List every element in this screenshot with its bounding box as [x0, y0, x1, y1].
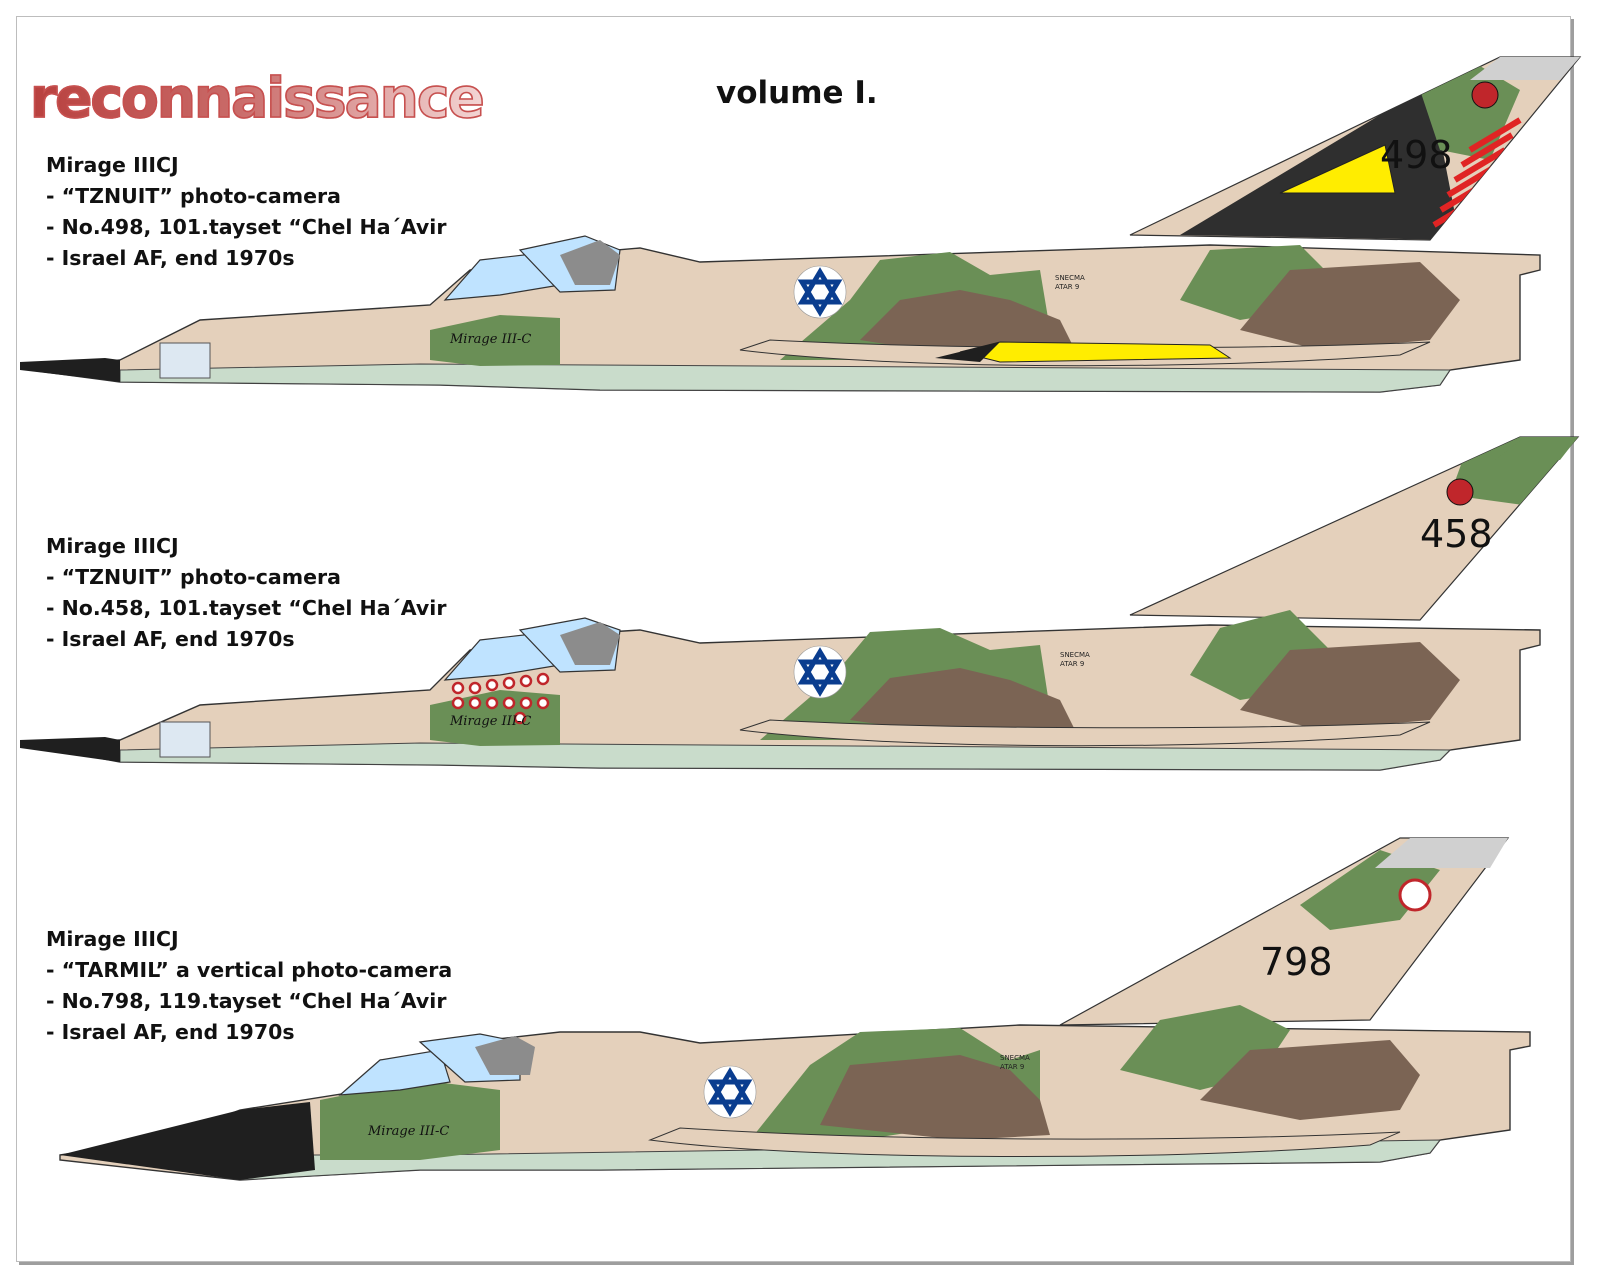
squadron-badge-icon — [1398, 878, 1432, 912]
caption-line: - “TARMIL” a vertical photo-camera — [46, 958, 453, 982]
star-of-david-icon — [797, 267, 843, 317]
logo-reconnaissance: reconnaissance — [29, 65, 485, 131]
israel-roundel-icon — [793, 265, 847, 319]
caption-profile-1: Mirage IIICJ - “TZNUIT” photo-camera - N… — [46, 150, 446, 274]
caption-line: - No.498, 101.tayset “Chel Ha´Avir — [46, 215, 447, 239]
engine-label-line: ATAR 9 — [1060, 660, 1084, 668]
aircraft-profile-458: 458 SNECMA ATAR 9 — [0, 400, 1600, 820]
caption-line: - Israel AF, end 1970s — [46, 627, 295, 651]
volume-title: volume I. — [716, 75, 878, 111]
caption-line: - No.798, 119.tayset “Chel Ha´Avir — [46, 989, 447, 1013]
caption-line: Mirage IIICJ — [46, 534, 179, 558]
caption-line: - “TZNUIT” photo-camera — [46, 565, 341, 589]
engine-label-line: SNECMA — [1055, 274, 1085, 282]
nose-script-text: Mirage III-C — [449, 332, 531, 347]
caption-line: - Israel AF, end 1970s — [46, 1020, 295, 1044]
star-of-david-icon — [707, 1067, 753, 1117]
engine-label-line: SNECMA — [1000, 1054, 1030, 1062]
engine-label-line: ATAR 9 — [1055, 283, 1079, 291]
kill-markings — [451, 672, 550, 725]
tail-serial-number: 498 — [1380, 133, 1453, 177]
nose-script-text: Mirage III-C — [449, 714, 531, 729]
caption-line: - No.458, 101.tayset “Chel Ha´Avir — [46, 596, 447, 620]
caption-line: Mirage IIICJ — [46, 927, 179, 951]
aircraft-drawing: 498 SNECMA AT — [20, 56, 1582, 393]
star-of-david-icon — [797, 647, 843, 697]
aircraft-profile-798: 798 SNECMA ATAR 9 Mirage III-C — [0, 810, 1600, 1230]
caption-profile-2: Mirage IIICJ - “TZNUIT” photo-camera - N… — [46, 531, 446, 655]
engine-label-line: ATAR 9 — [1000, 1063, 1024, 1071]
squadron-badge-icon — [1471, 81, 1499, 109]
caption-line: - “TZNUIT” photo-camera — [46, 184, 341, 208]
nose-script-text: Mirage III-C — [367, 1124, 449, 1139]
aircraft-drawing: 798 SNECMA ATAR 9 Mirage III-C — [59, 837, 1531, 1181]
caption-line: Mirage IIICJ — [46, 153, 179, 177]
caption-profile-3: Mirage IIICJ - “TARMIL” a vertical photo… — [46, 924, 452, 1048]
engine-label-line: SNECMA — [1060, 651, 1090, 659]
israel-roundel-icon — [703, 1065, 757, 1119]
squadron-badge-icon — [1446, 478, 1474, 506]
caption-line: - Israel AF, end 1970s — [46, 246, 295, 270]
aircraft-drawing: 458 SNECMA ATAR 9 — [20, 436, 1580, 771]
tail-serial-number: 458 — [1420, 512, 1493, 556]
israel-roundel-icon — [793, 645, 847, 699]
tail-serial-number: 798 — [1260, 940, 1333, 984]
aircraft-profile-498: 498 SNECMA AT — [0, 0, 1600, 420]
